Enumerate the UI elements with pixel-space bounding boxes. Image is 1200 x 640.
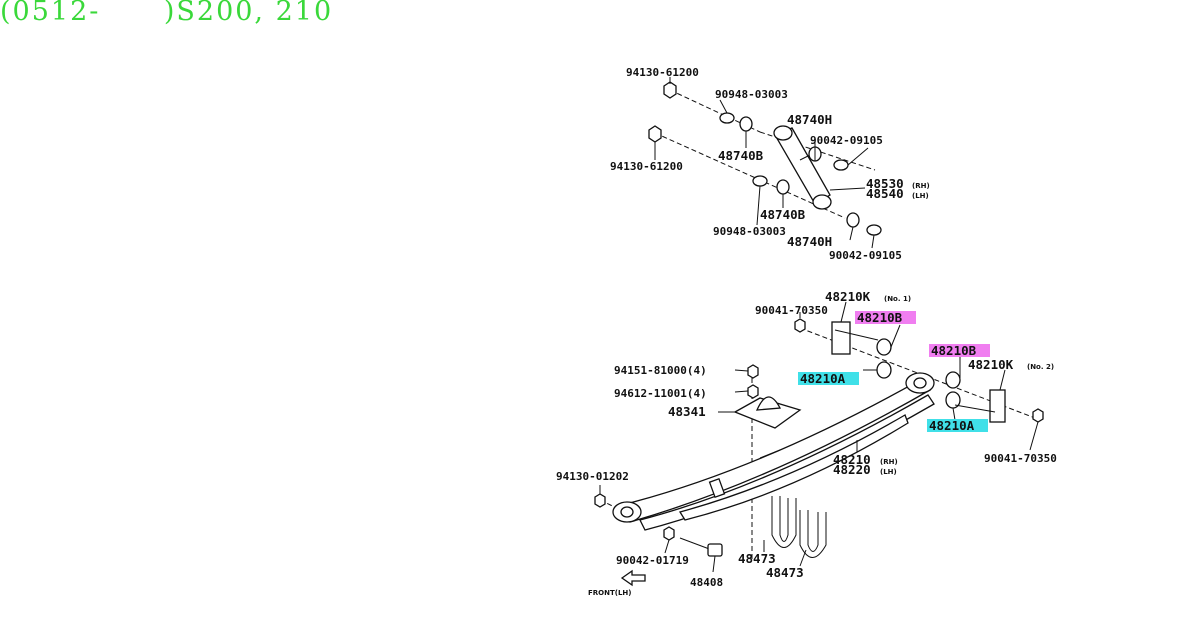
- bushing-icon: [945, 371, 961, 389]
- bushing-icon: [876, 338, 892, 356]
- highlight-cyan: [798, 372, 859, 385]
- washer-icon: [833, 159, 849, 171]
- leader-line: [654, 132, 846, 219]
- part-label-48210b[interactable]: 48210B: [857, 310, 903, 325]
- part-label-90042-01719[interactable]: 90042-01719: [616, 554, 689, 567]
- nut-icon: [794, 318, 806, 333]
- part-label-90948-03003[interactable]: 90948-03003: [715, 88, 788, 101]
- front-direction-label: FRONT(LH): [588, 589, 631, 597]
- part-label-94612-11001[interactable]: 94612-11001(4): [614, 387, 707, 400]
- side-note-lh: (LH): [912, 192, 929, 200]
- part-label-48540[interactable]: 48540: [866, 186, 904, 201]
- part-label-94130-61200[interactable]: 94130-61200: [626, 66, 699, 79]
- washer-icon: [719, 112, 735, 124]
- spring-seat-icon: [733, 396, 802, 429]
- part-label-48220[interactable]: 48220: [833, 462, 871, 477]
- front-direction-arrow-icon: [620, 569, 646, 587]
- bushing-icon: [846, 212, 860, 228]
- highlight-magenta: [929, 344, 990, 357]
- washer-icon: [747, 384, 759, 399]
- nut-icon: [648, 125, 662, 143]
- shackle-bracket-icon: [954, 389, 1006, 423]
- side-note-rh: (RH): [880, 458, 898, 466]
- shock-absorber-icon: [773, 125, 832, 210]
- part-label-90042-09105[interactable]: 90042-09105: [829, 249, 902, 262]
- side-note-no1: (No. 1): [884, 295, 911, 303]
- part-label-48210[interactable]: 48210: [833, 452, 871, 467]
- part-label-90041-70350[interactable]: 90041-70350: [755, 304, 828, 317]
- part-label-94130-01202[interactable]: 94130-01202: [556, 470, 629, 483]
- part-label-48210k[interactable]: 48210K: [968, 357, 1014, 372]
- part-label-48740h[interactable]: 48740H: [787, 112, 832, 127]
- part-label-48473[interactable]: 48473: [766, 565, 804, 580]
- part-label-48740b[interactable]: 48740B: [760, 207, 806, 222]
- part-label-90042-09105[interactable]: 90042-09105: [810, 134, 883, 147]
- highlight-magenta: [855, 311, 916, 324]
- part-label-48530[interactable]: 48530: [866, 176, 904, 191]
- shackle-bracket-icon: [831, 321, 879, 355]
- part-label-90948-03003[interactable]: 90948-03003: [713, 225, 786, 238]
- shock-absorber-group: [648, 77, 882, 249]
- bushing-icon: [776, 179, 790, 195]
- nut-icon: [663, 526, 675, 541]
- highlight-cyan: [927, 419, 988, 432]
- part-label-48408[interactable]: 48408: [690, 576, 723, 589]
- part-label-48210a[interactable]: 48210A: [800, 371, 846, 386]
- leaf-spring-icon: [612, 372, 935, 531]
- bushing-icon: [876, 361, 892, 379]
- part-label-48210k[interactable]: 48210K: [825, 289, 871, 304]
- u-bolt-icon: [771, 496, 797, 548]
- washer-icon: [752, 175, 768, 187]
- leaf-spring-group: [594, 301, 1044, 587]
- part-label-90041-70350[interactable]: 90041-70350: [984, 452, 1057, 465]
- part-label-94151-81000[interactable]: 94151-81000(4): [614, 364, 707, 377]
- part-label-48740b[interactable]: 48740B: [718, 148, 764, 163]
- side-note-lh: (LH): [880, 468, 897, 476]
- side-note-no2: (No. 2): [1027, 363, 1054, 371]
- diagram-code-title: (0512- )S200, 210: [0, 0, 334, 27]
- part-label-48473[interactable]: 48473: [738, 551, 776, 566]
- nut-icon: [663, 81, 677, 99]
- nut-icon: [747, 364, 759, 379]
- washer-icon: [866, 224, 882, 236]
- part-label-48210b[interactable]: 48210B: [931, 343, 977, 358]
- nut-icon: [1032, 408, 1044, 423]
- part-label-94130-61200[interactable]: 94130-61200: [610, 160, 683, 173]
- u-bolt-icon: [799, 510, 827, 558]
- bushing-icon: [739, 116, 753, 132]
- side-note-rh: (RH): [912, 182, 930, 190]
- part-label-48740h[interactable]: 48740H: [787, 234, 832, 249]
- part-label-48210a[interactable]: 48210A: [929, 418, 975, 433]
- part-label-48341[interactable]: 48341: [668, 404, 706, 419]
- nut-icon: [594, 493, 606, 508]
